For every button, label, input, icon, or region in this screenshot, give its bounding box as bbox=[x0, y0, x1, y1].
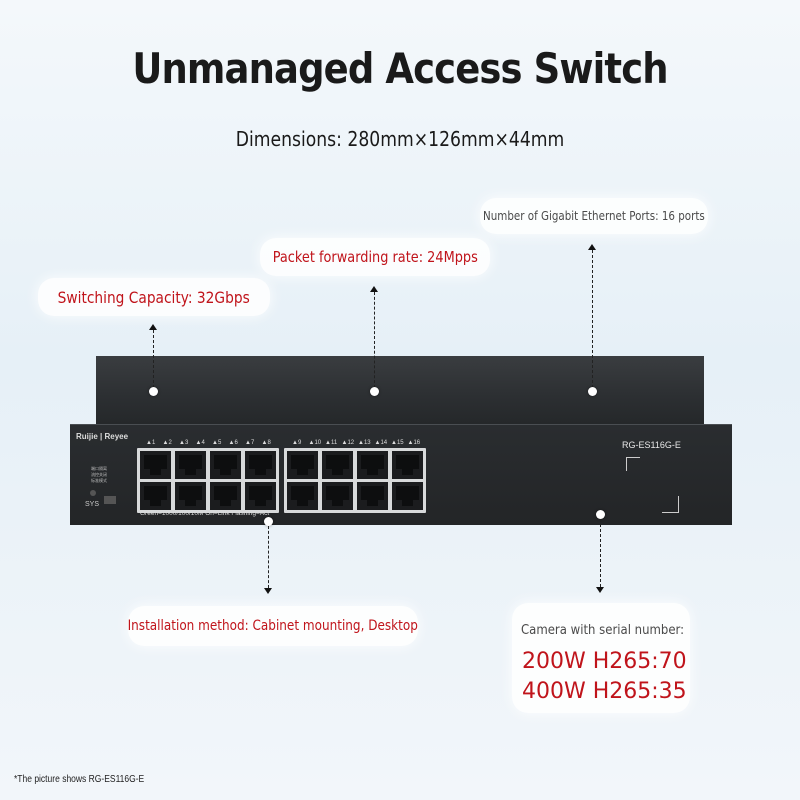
port-number: ▲11 bbox=[325, 440, 338, 446]
ethernet-port bbox=[357, 451, 388, 479]
ethernet-port bbox=[287, 451, 318, 479]
arrow-up-icon bbox=[588, 244, 596, 250]
camera-callout-line1: 200W H265:70 bbox=[522, 649, 687, 674]
arrow-down-icon bbox=[596, 587, 604, 593]
switching-callout-text: Switching Capacity: 32Gbps bbox=[57, 287, 251, 307]
model-label: RG-ES116G-E bbox=[622, 440, 681, 450]
switching-connector-line bbox=[153, 330, 154, 388]
ethernet-port bbox=[245, 451, 276, 479]
ethernet-port bbox=[175, 451, 206, 479]
forwarding-marker-dot bbox=[370, 387, 379, 396]
installation-callout: Installation method: Cabinet mounting, D… bbox=[128, 606, 418, 646]
arrow-up-icon bbox=[370, 286, 378, 292]
ethernet-port bbox=[287, 482, 318, 510]
ports-connector-line bbox=[592, 250, 593, 388]
ethernet-port bbox=[210, 451, 241, 479]
ethernet-port bbox=[392, 482, 423, 510]
camera-callout-title: Camera with serial number: bbox=[521, 623, 685, 638]
front-bracket-mark-2 bbox=[662, 496, 679, 513]
port-number: ▲8 bbox=[261, 440, 271, 446]
port-numbers-left: ▲1 ▲2 ▲3 ▲4 ▲5 ▲6 ▲7 ▲8 bbox=[146, 440, 278, 446]
port-number: ▲9 bbox=[292, 440, 302, 446]
port-number: ▲3 bbox=[179, 440, 189, 446]
ethernet-port bbox=[322, 482, 353, 510]
port-number: ▲6 bbox=[228, 440, 238, 446]
dip-switch bbox=[104, 496, 116, 504]
installation-marker-dot bbox=[264, 517, 273, 526]
ports-callout: Number of Gigabit Ethernet Ports: 16 por… bbox=[480, 198, 708, 234]
installation-callout-text: Installation method: Cabinet mounting, D… bbox=[127, 618, 419, 634]
switching-marker-dot bbox=[149, 387, 158, 396]
ethernet-port bbox=[322, 451, 353, 479]
port-number: ▲15 bbox=[391, 440, 404, 446]
port-group-left bbox=[137, 448, 279, 513]
camera-callout-line2: 400W H265:35 bbox=[522, 679, 687, 704]
port-number: ▲4 bbox=[195, 440, 205, 446]
arrow-up-icon bbox=[149, 324, 157, 330]
camera-marker-dot bbox=[596, 510, 605, 519]
port-group-right bbox=[284, 448, 426, 513]
switch-top-panel bbox=[96, 356, 704, 424]
port-number: ▲2 bbox=[162, 440, 172, 446]
switching-callout: Switching Capacity: 32Gbps bbox=[38, 278, 270, 316]
forwarding-callout-text: Packet forwarding rate: 24Mpps bbox=[272, 248, 478, 266]
camera-connector-line bbox=[600, 519, 601, 587]
footnote: *The picture shows RG-ES116G-E bbox=[14, 774, 145, 785]
port-number: ▲10 bbox=[308, 440, 322, 446]
dimensions-text: Dimensions: 280mm×126mm×44mm bbox=[235, 127, 565, 151]
ethernet-port bbox=[140, 451, 171, 479]
forwarding-connector-line bbox=[374, 292, 375, 388]
port-number: ▲7 bbox=[245, 440, 255, 446]
camera-callout: Camera with serial number: 200W H265:70 … bbox=[512, 603, 690, 713]
port-number: ▲13 bbox=[358, 440, 371, 446]
sys-led bbox=[90, 490, 96, 496]
led-legend: Green=1000/100/10M On=Link Flashing=Act bbox=[140, 510, 270, 517]
page-title: Unmanaged Access Switch bbox=[132, 44, 668, 93]
sys-label: SYS bbox=[85, 501, 100, 508]
ethernet-port bbox=[175, 482, 206, 510]
port-numbers-right: ▲9 ▲10▲11▲12▲13▲14▲15▲16 bbox=[292, 440, 424, 446]
installation-connector-line bbox=[268, 526, 269, 588]
arrow-down-icon bbox=[264, 588, 272, 594]
forwarding-callout: Packet forwarding rate: 24Mpps bbox=[260, 238, 490, 276]
port-number: ▲1 bbox=[146, 440, 156, 446]
front-bracket-mark bbox=[626, 457, 640, 471]
ethernet-port bbox=[140, 482, 171, 510]
ethernet-port bbox=[245, 482, 276, 510]
port-number: ▲5 bbox=[212, 440, 222, 446]
ports-marker-dot bbox=[588, 387, 597, 396]
ethernet-port bbox=[392, 451, 423, 479]
ethernet-port bbox=[357, 482, 388, 510]
brand-logo: Ruijie | Reyee bbox=[76, 432, 129, 441]
ports-callout-text: Number of Gigabit Ethernet Ports: 16 por… bbox=[483, 209, 705, 223]
port-number: ▲12 bbox=[341, 440, 355, 446]
port-number: ▲16 bbox=[407, 440, 421, 446]
dip-switch-labels: 端口隔离 流控关闭 标准模式 bbox=[91, 466, 107, 483]
ethernet-port bbox=[210, 482, 241, 510]
port-number: ▲14 bbox=[374, 440, 388, 446]
